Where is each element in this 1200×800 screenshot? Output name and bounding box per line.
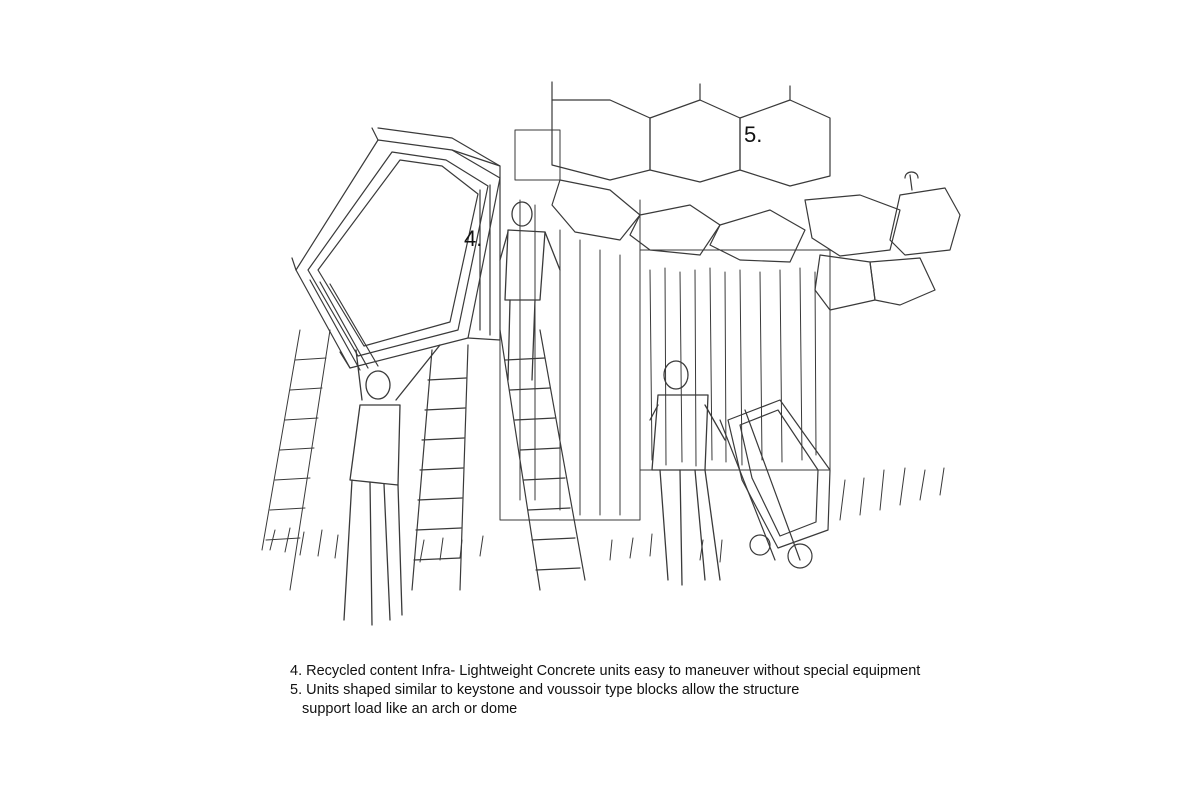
ladder-far-left (261, 329, 331, 591)
label-unit-5: 5. (744, 122, 763, 147)
caption-text: 4. Recycled content Infra- Lightweight C… (290, 662, 990, 719)
ladder-center (499, 329, 586, 591)
hand-truck (719, 399, 831, 569)
caption-line-unit-5: 5. Units shaped similar to keystone and … (290, 682, 800, 698)
caption-line-unit-5-continued: support load like an arch or dome (302, 701, 518, 717)
caption-line-unit-4: 4. Recycled content Infra- Lightweight C… (290, 663, 921, 679)
hexagonal-unit-4 (291, 127, 501, 371)
label-unit-4: 4. (464, 226, 483, 251)
person-with-cart (649, 360, 726, 586)
central-wall (499, 129, 831, 521)
person-lifting (343, 344, 441, 626)
ladder-left (411, 344, 469, 591)
person-on-ladder (499, 201, 561, 381)
keystone-blocks-5 (551, 81, 961, 311)
